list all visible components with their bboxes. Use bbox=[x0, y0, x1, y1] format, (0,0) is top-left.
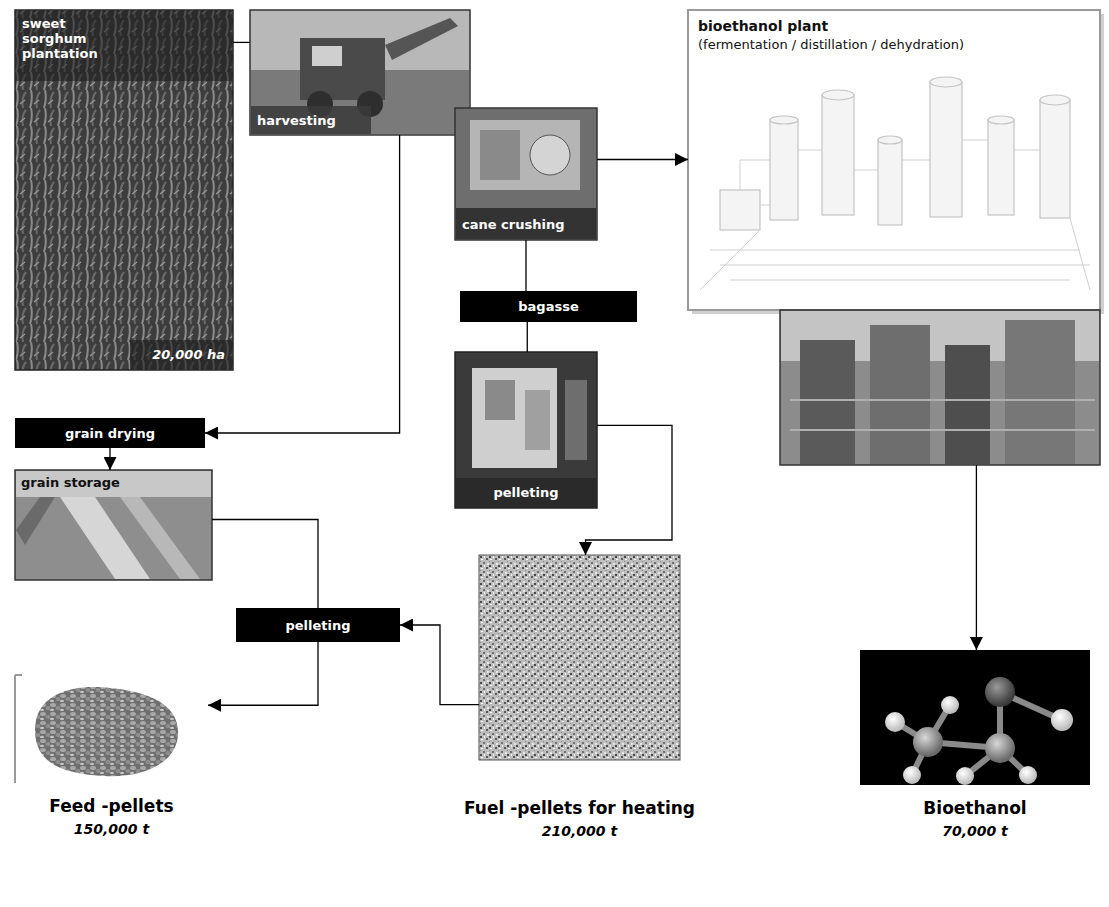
plantation-photo bbox=[15, 10, 233, 370]
flow-connector bbox=[525, 240, 526, 291]
product-amount: 70,000 t bbox=[942, 823, 1008, 839]
photo-label: cane crushing bbox=[462, 217, 564, 232]
photo-box: harvesting bbox=[250, 10, 470, 135]
area-value: 20,000 ha bbox=[152, 347, 225, 362]
process-label: grain drying bbox=[15, 418, 205, 448]
flow-connector bbox=[212, 520, 318, 609]
product-name: Feed -pellets bbox=[49, 796, 173, 816]
fuel-pellets-picture bbox=[479, 555, 680, 760]
photo-label: grain storage bbox=[21, 475, 120, 490]
flow-connector bbox=[205, 135, 400, 433]
product-box: Fuel -pellets for heating210,000 t bbox=[479, 555, 680, 760]
product-amount: 210,000 t bbox=[542, 823, 617, 839]
photo-box: cane crushing bbox=[455, 108, 597, 240]
process-label-text: pelleting bbox=[285, 618, 350, 633]
box-heading: bioethanol plant bbox=[698, 18, 828, 34]
process-label: pelleting bbox=[236, 608, 400, 642]
plant-box: bioethanol plant (fermentation / distilla… bbox=[688, 10, 1100, 465]
product-box: Bioethanol70,000 t bbox=[860, 650, 1090, 785]
photo-box: pelleting bbox=[455, 352, 597, 508]
flow-connector bbox=[233, 42, 250, 43]
product-box: Feed -pellets150,000 t bbox=[15, 675, 208, 783]
flow-connector bbox=[527, 322, 528, 352]
photo-label: harvesting bbox=[257, 113, 336, 128]
photo-box: grain storage bbox=[15, 470, 212, 580]
product-name: Fuel -pellets for heating bbox=[464, 798, 695, 818]
plant-photo bbox=[780, 310, 1100, 465]
photo-label: sweet sorghum plantation bbox=[22, 16, 122, 61]
photo-label: pelleting bbox=[493, 485, 558, 500]
flow-connector bbox=[976, 465, 977, 650]
product-amount: 150,000 t bbox=[74, 821, 149, 837]
process-label: bagasse bbox=[460, 291, 637, 322]
crushing-photo bbox=[455, 108, 597, 240]
flow-connector bbox=[208, 642, 318, 705]
pelleting-photo bbox=[455, 352, 597, 508]
flow-connector bbox=[586, 425, 672, 555]
process-label-text: bagasse bbox=[518, 299, 578, 314]
harvesting-photo bbox=[250, 10, 470, 135]
photo-box: sweet sorghum plantation 20,000 ha bbox=[15, 10, 233, 370]
flow-connector bbox=[597, 159, 688, 160]
box-subheading: (fermentation / distillation / dehydrati… bbox=[698, 37, 964, 52]
flow-connector bbox=[109, 448, 110, 470]
product-name: Bioethanol bbox=[923, 798, 1026, 818]
feed-pellets-picture bbox=[15, 675, 178, 783]
flow-connector bbox=[400, 625, 479, 705]
plant-drawing bbox=[688, 10, 1104, 314]
grain-storage-photo bbox=[15, 470, 212, 580]
process-label-text: grain drying bbox=[65, 426, 155, 441]
ethanol-molecule bbox=[860, 650, 1090, 785]
